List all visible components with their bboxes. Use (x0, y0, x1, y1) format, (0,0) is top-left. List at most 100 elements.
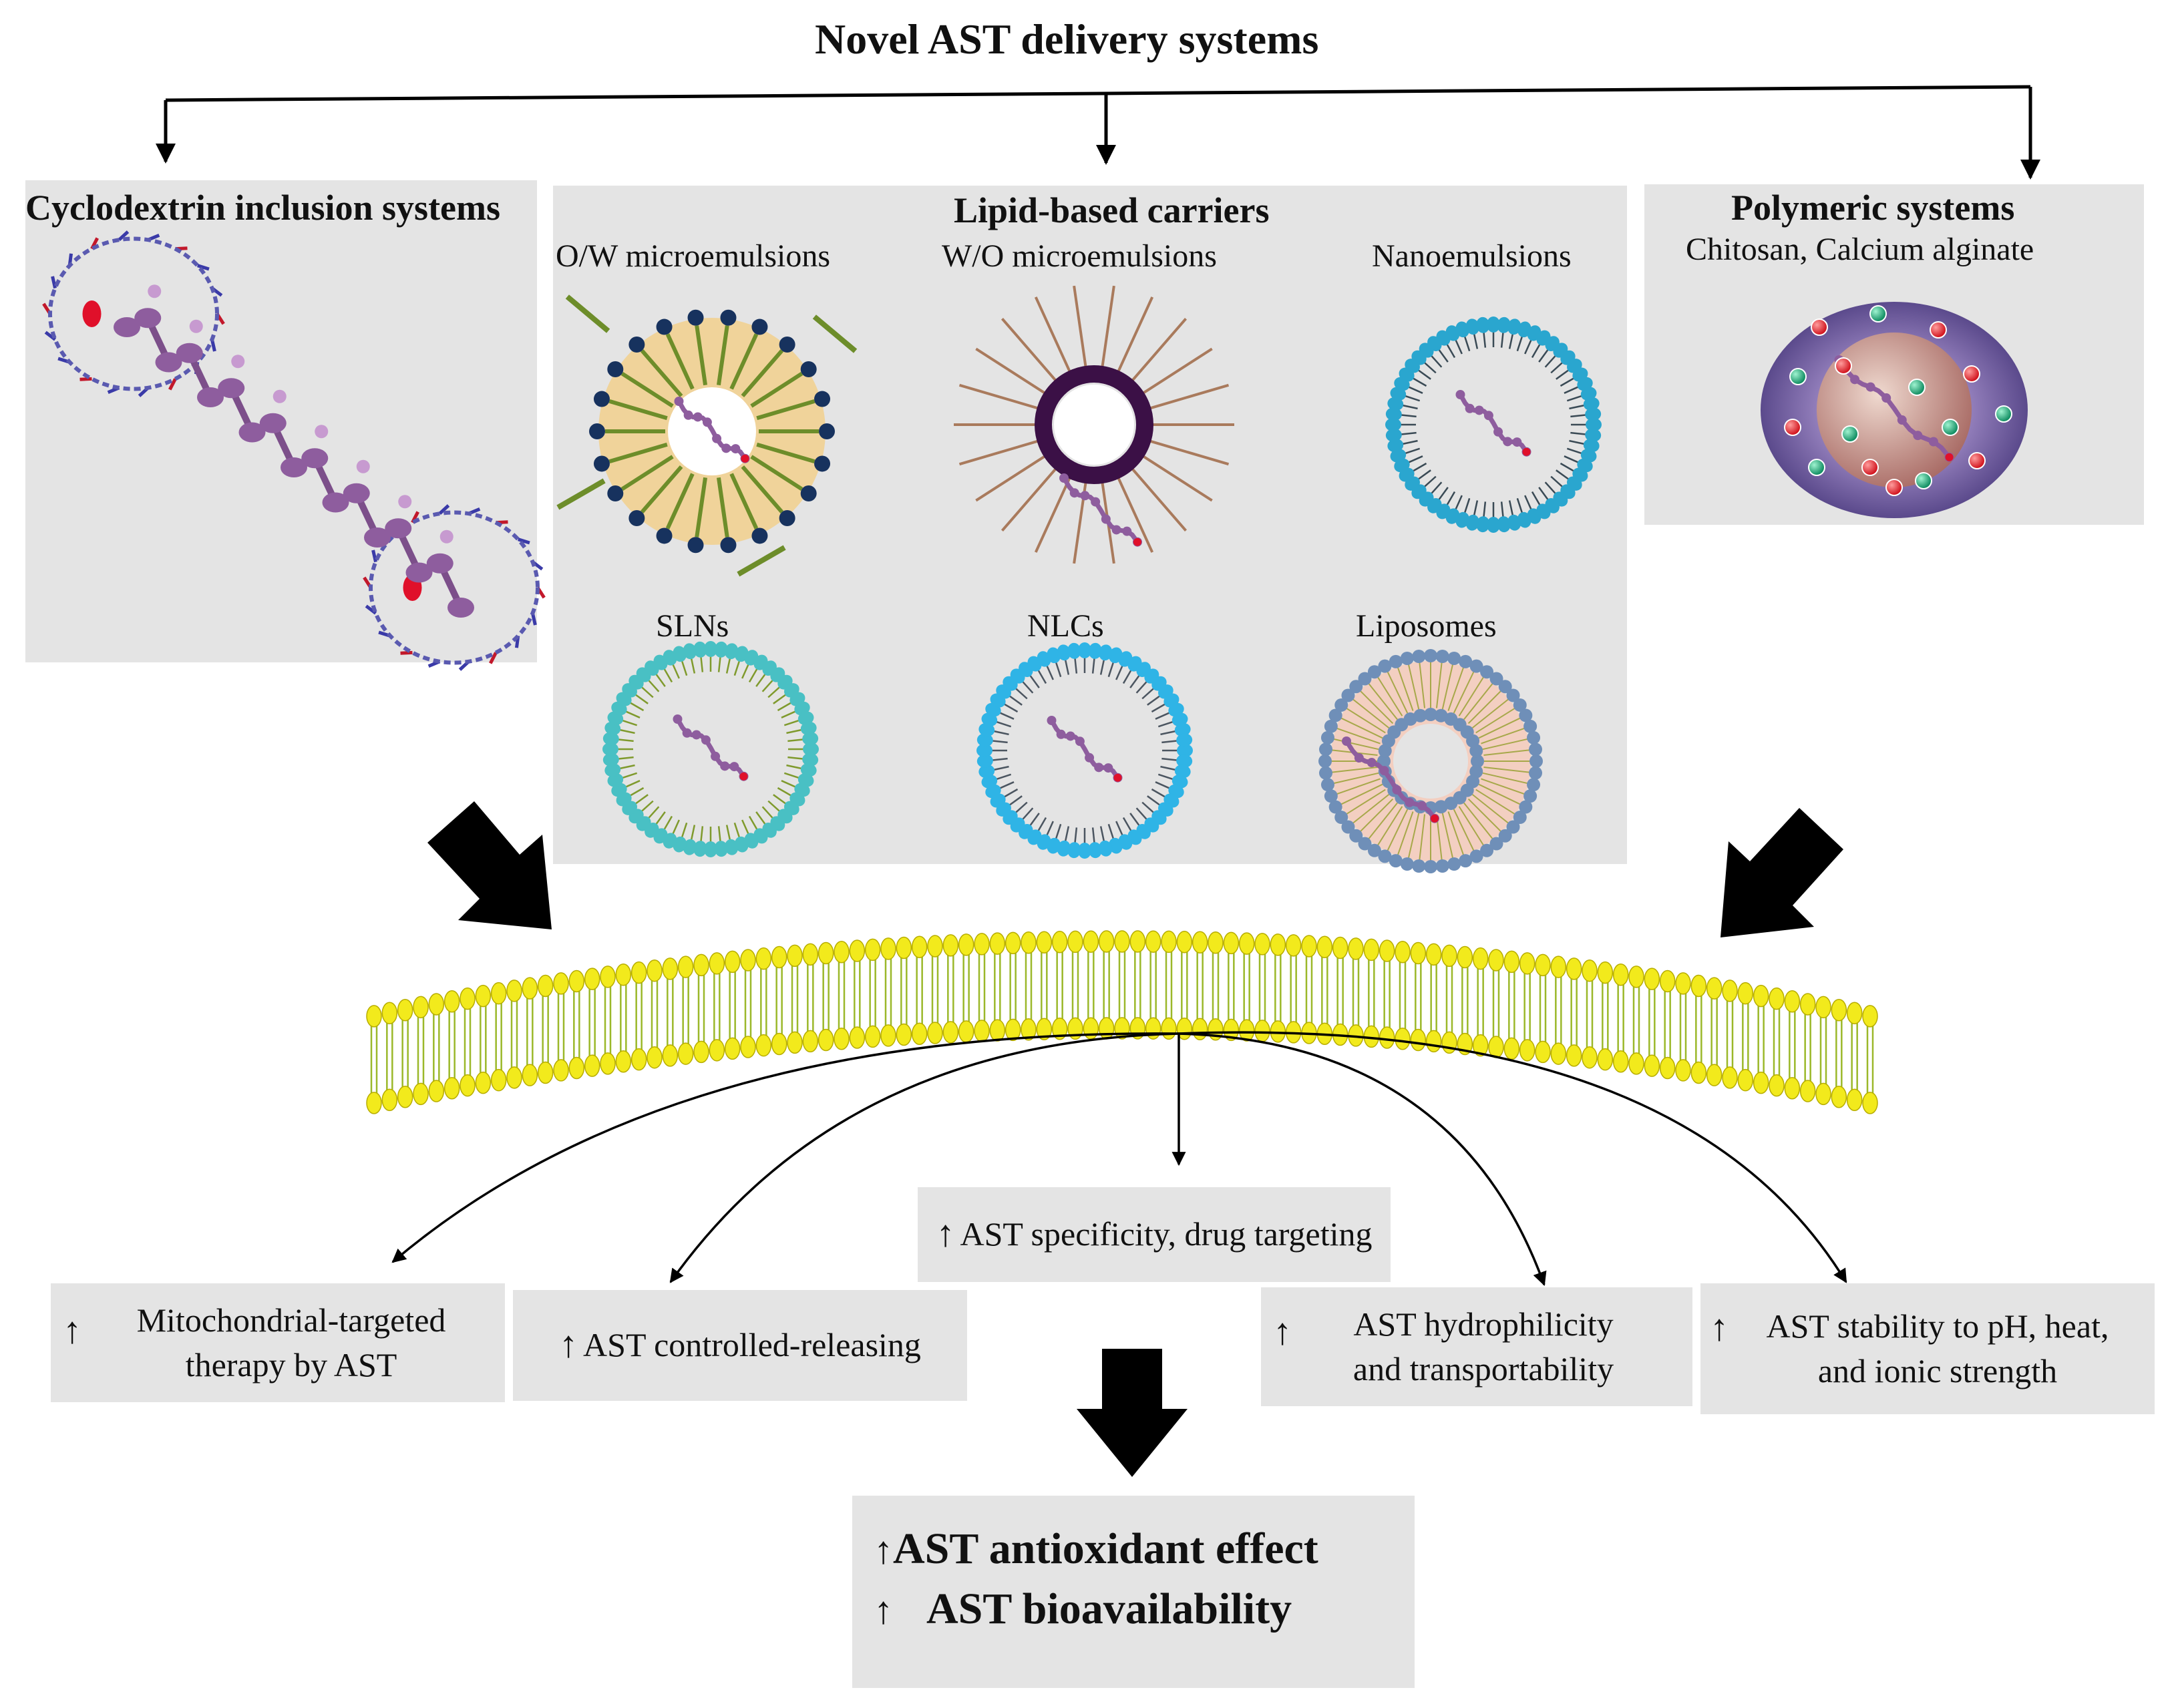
lipid-head (911, 1022, 928, 1045)
lipid-head (976, 754, 993, 768)
surfactant-tail (756, 442, 816, 463)
effect-hydrophilicity: ↑ AST hydrophilicity and transportabilit… (1261, 1287, 1692, 1406)
lipid-head (1098, 1017, 1115, 1040)
lipid-head (1412, 859, 1426, 873)
lipid-head (1021, 1018, 1037, 1041)
label-nlcs: NLCs (1027, 608, 1104, 644)
lipid-tail (1471, 698, 1509, 728)
cyclodextrin-bond (518, 538, 530, 545)
ast-atom (1897, 415, 1907, 425)
green-particle (1841, 425, 1859, 443)
oxygen-atom (1945, 453, 1954, 461)
ast-atom (674, 397, 684, 406)
lipid-tail (1037, 669, 1047, 684)
nlc-drawing (976, 642, 1193, 859)
effect-hydro-line1: AST hydrophilicity (1353, 1305, 1614, 1343)
lipid-head (683, 643, 697, 660)
lipid-head (1385, 418, 1401, 431)
ast-atom (1417, 801, 1427, 811)
lipid-head (896, 1023, 912, 1046)
lipid-tail (1055, 661, 1062, 678)
lipid-tail (1419, 814, 1426, 861)
lipid-tail (641, 686, 654, 698)
lipid-head (1413, 708, 1427, 722)
lipid-tail (761, 679, 774, 692)
lipid-tail (1467, 798, 1502, 833)
sln-drawing (602, 641, 819, 857)
green-particle (1995, 405, 2012, 423)
lipid-head (1597, 1048, 1614, 1071)
lipid-head (989, 1019, 1006, 1042)
lipid-tail (1397, 666, 1414, 711)
lipid-tail (647, 679, 660, 692)
lipid-tail (1453, 670, 1475, 714)
lipid-head (1083, 930, 1099, 953)
lipid-tail (1463, 802, 1494, 840)
lipid-tail (1556, 469, 1570, 481)
lipid-head (802, 1030, 819, 1053)
methyl-group (148, 284, 162, 298)
effect-stability: ↑ AST stability to pH, heat, and ionic s… (1700, 1283, 2155, 1414)
surfactant-head (800, 485, 817, 501)
lipid-head (443, 990, 460, 1013)
lipid-tail (681, 660, 688, 676)
lipid-head (490, 1068, 507, 1092)
lipid-tail (1423, 475, 1437, 488)
lipid-tail (1463, 335, 1471, 352)
lipid-head (1498, 829, 1512, 843)
oxygen-atom (82, 300, 102, 327)
lipid-head (1465, 318, 1479, 335)
lipid-head (1529, 742, 1543, 757)
free-surfactant (556, 478, 606, 510)
lipid-tail (629, 787, 645, 797)
lipid-tail (1157, 773, 1174, 781)
red-particle (1968, 452, 1986, 469)
ast-atom (281, 457, 307, 477)
lipid-head (604, 763, 621, 777)
lipid-tail (1147, 694, 1161, 706)
lipid-tail (1508, 333, 1514, 349)
ast-atom (691, 730, 701, 740)
ast-atom (1342, 736, 1351, 746)
lipid-tail (1129, 674, 1141, 688)
ast-atom (114, 317, 140, 337)
surfactant-head (593, 391, 610, 407)
lipid-tail (777, 701, 792, 712)
ast-atom (682, 728, 692, 738)
lipid-head (1503, 950, 1520, 974)
block-arrow-left (427, 801, 552, 929)
lipid-head (927, 935, 943, 957)
lipid-tail (624, 780, 641, 789)
lipid-head (1358, 837, 1372, 851)
lipid-tail (1437, 349, 1449, 363)
ast-atom (1928, 437, 1938, 447)
up-arrow-icon: ↑ (1710, 1307, 1729, 1349)
lipid-head (1410, 941, 1427, 965)
lipid-head (1324, 789, 1338, 803)
ast-atom (343, 483, 370, 503)
red-particle (1861, 459, 1879, 476)
lipid-head (1318, 766, 1332, 780)
lipid-head (1612, 963, 1629, 986)
lipid-head (522, 977, 538, 1000)
lipid-tail (733, 660, 741, 676)
lipid-head (1379, 1026, 1395, 1049)
final-outcome-box: ↑AST antioxidant effect ↑AST bioavailabi… (852, 1496, 1415, 1688)
lipid-head (1457, 945, 1473, 969)
lipid-head (1527, 730, 1541, 744)
lipid-tail (1544, 355, 1557, 368)
lipid-head (1517, 511, 1531, 528)
methyl-group (231, 355, 245, 369)
effect-controlled-release: ↑AST controlled-releasing (513, 1290, 967, 1401)
lipid-tail (1564, 385, 1580, 394)
lipid-head (989, 932, 1006, 955)
lipid-head (802, 753, 819, 767)
oxygen-atom (741, 454, 749, 463)
arrow-to-hydrophilicity (1178, 1032, 1547, 1286)
lipid-head (1270, 933, 1286, 956)
final-line2: AST bioavailability (926, 1584, 1292, 1633)
water-core-shell (1035, 365, 1153, 484)
surfactant-head (779, 337, 795, 353)
lipid-head (1036, 931, 1053, 953)
lipid-tail (1336, 778, 1381, 795)
